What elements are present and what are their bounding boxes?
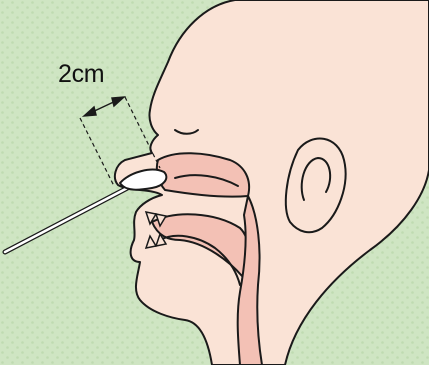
measurement-label: 2cm bbox=[58, 60, 104, 89]
